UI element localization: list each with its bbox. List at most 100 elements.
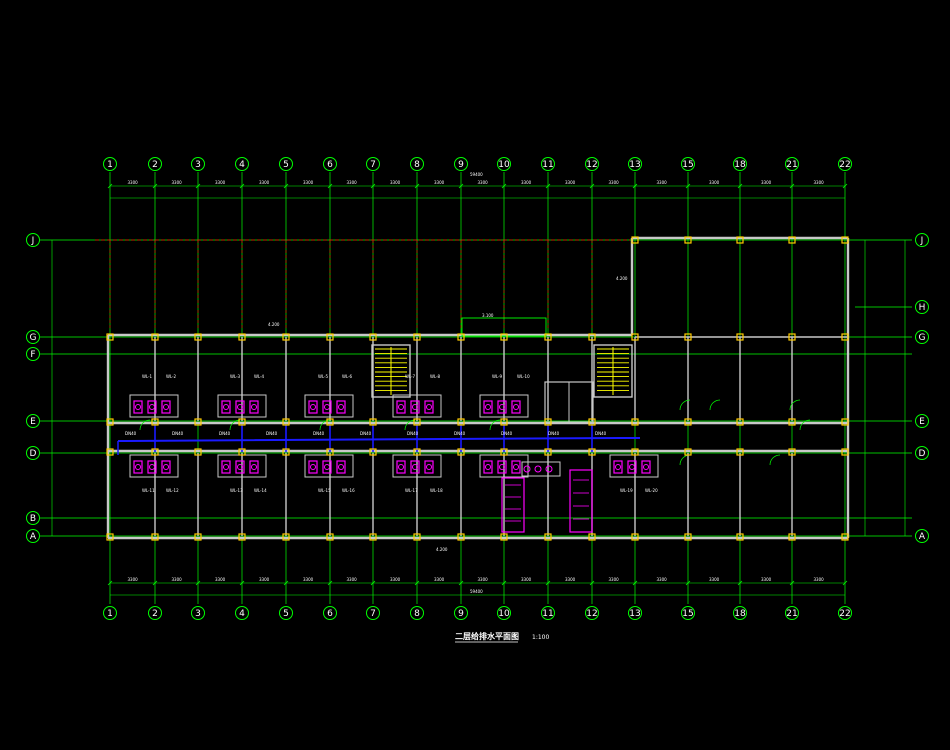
fixture-bowl: [499, 404, 505, 410]
axis-bubble-bottom-4: 4: [235, 606, 249, 620]
stairwell: [593, 344, 633, 398]
dim-value: 3300: [609, 180, 620, 185]
axis-bubble-circle: [628, 606, 642, 620]
column: [413, 448, 421, 456]
dim-tick: [842, 183, 848, 189]
axis-bubble-top-3: 3: [191, 157, 205, 171]
fixture-box: [147, 400, 157, 414]
axis-bubble-bottom-13: 13: [628, 606, 642, 620]
axis-bubble-label: 6: [327, 160, 333, 170]
dimension-lines: 3300 3300 3300 3300 3300 3300 3300 3300 3300 3300…: [51, 172, 906, 596]
dim-tick: [589, 183, 595, 189]
column: [684, 533, 692, 541]
fixture-box: [221, 400, 231, 414]
fixture-bowl: [398, 404, 404, 410]
dim-value: 3300: [814, 180, 825, 185]
column: [736, 448, 744, 456]
dim-tick: [283, 183, 289, 189]
fixture-bowl: [485, 464, 491, 470]
column: [588, 333, 596, 341]
dim-value: 3300: [761, 577, 772, 582]
door-arc: [489, 419, 501, 431]
column: [631, 236, 639, 244]
riser-label: WL-15: [318, 488, 331, 493]
axis-bubbles: 1122334455667788991010111112121313151518…: [26, 157, 929, 620]
axis-bubble-circle: [366, 157, 380, 171]
fixture-bowl: [149, 404, 155, 410]
axis-bubble-circle: [681, 606, 695, 620]
column: [194, 533, 202, 541]
dim-tick: [737, 183, 743, 189]
column: [788, 448, 796, 456]
axis-bubble-top-8: 8: [410, 157, 424, 171]
column: [413, 533, 421, 541]
column: [841, 448, 849, 456]
axis-bubble-label: 2: [152, 160, 158, 170]
column: [684, 448, 692, 456]
fixture-box: [511, 460, 521, 474]
fixture-bowl: [629, 464, 635, 470]
column: [631, 533, 639, 541]
column: [500, 533, 508, 541]
axis-bubble-circle: [26, 414, 40, 428]
dim-tick: [458, 580, 464, 586]
fixture-box: [249, 460, 259, 474]
column: [194, 418, 202, 426]
drawing-title: 二层给排水平面图: [455, 631, 519, 641]
fixture-box: [641, 460, 651, 474]
axis-bubble-circle: [681, 157, 695, 171]
fixture-box: [396, 460, 406, 474]
axis-bubble-label: 18: [734, 609, 746, 619]
dim-value: 3300: [521, 180, 532, 185]
axis-bubble-bottom-18: 18: [733, 606, 747, 620]
riser-label: WL-7: [405, 374, 416, 379]
axis-bubble-label: 12: [586, 160, 597, 170]
fixture-bowl: [149, 464, 155, 470]
pipe-label: DN40: [219, 431, 231, 436]
dim-value: 3300: [709, 577, 720, 582]
axis-bubble-label: 8: [414, 160, 420, 170]
overall-dim-value: 59400: [470, 589, 483, 594]
dim-tick: [239, 183, 245, 189]
dim-value: 3300: [128, 577, 139, 582]
toilet-pod: [609, 454, 659, 478]
toilet-fixtures: [129, 394, 659, 533]
dim-tick: [501, 183, 507, 189]
axis-bubble-right-J: J: [915, 233, 929, 247]
axis-bubble-circle: [148, 157, 162, 171]
riser-label: WL-19: [620, 488, 633, 493]
axis-bubble-top-11: 11: [541, 157, 555, 171]
riser-label: WL-17: [405, 488, 418, 493]
axis-bubble-label: 3: [195, 609, 201, 619]
dim-value: 3300: [478, 577, 489, 582]
toilet-pod: [304, 394, 354, 418]
dim-value: 3300: [259, 180, 270, 185]
fixture-bowl: [338, 404, 344, 410]
pipe-label: DN40: [360, 431, 372, 436]
fixture-bowl: [135, 464, 141, 470]
fixture-box: [308, 400, 318, 414]
dim-value: 3300: [521, 577, 532, 582]
axis-bubble-label: 6: [327, 609, 333, 619]
dim-tick: [283, 580, 289, 586]
axis-bubble-label: 21: [786, 609, 797, 619]
fixture-box: [396, 400, 406, 414]
dim-tick: [632, 183, 638, 189]
fixture-bowl: [485, 404, 491, 410]
column: [631, 333, 639, 341]
axis-bubble-circle: [915, 300, 929, 314]
axis-bubble-label: E: [30, 417, 36, 427]
dim-value: 3300: [609, 577, 620, 582]
axis-bubble-label: 9: [458, 160, 464, 170]
stairwells: [371, 317, 633, 423]
column: [326, 333, 334, 341]
riser-label: WL-11: [142, 488, 155, 493]
axis-bubble-label: 5: [283, 609, 289, 619]
column: [282, 418, 290, 426]
axis-bubble-label: 7: [370, 160, 376, 170]
axis-bubble-top-13: 13: [628, 157, 642, 171]
elevation-label: 4.200: [616, 276, 628, 281]
column: [736, 533, 744, 541]
